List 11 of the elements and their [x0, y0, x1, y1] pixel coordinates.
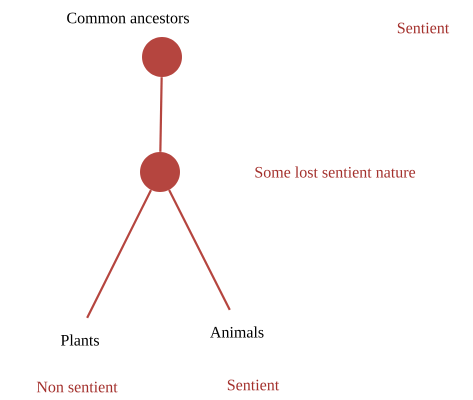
annotation-label: Sentient: [228, 380, 280, 390]
annotation-label: Sentient: [398, 22, 450, 34]
dot-marker: [140, 152, 180, 192]
connector-line: [86, 190, 152, 318]
connector-line: [159, 77, 163, 152]
node-label: Common ancestors: [67, 12, 189, 24]
node-label: Plants: [60, 334, 99, 346]
annotation-label: Some lost sentient nature: [255, 166, 416, 178]
node-label: Animals: [210, 326, 264, 338]
annotation-label: Non sentient: [36, 382, 118, 392]
connector-line: [168, 190, 231, 310]
